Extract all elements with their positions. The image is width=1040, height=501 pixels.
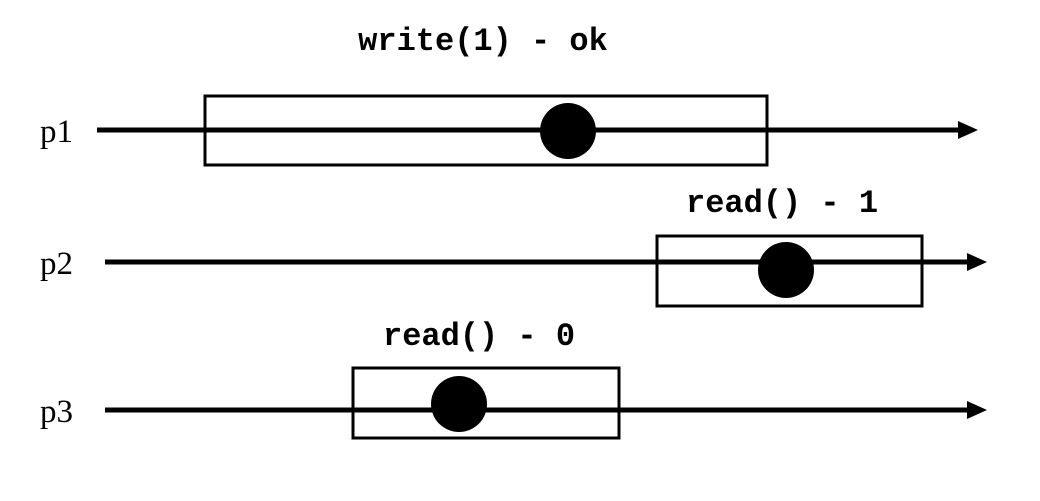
- linearization-point-read-0: [431, 376, 487, 432]
- operation-interval-read-1: [655, 234, 924, 308]
- linearization-point-read-1: [758, 242, 814, 298]
- operation-label-write-1: write(1) - ok: [358, 23, 608, 60]
- process-label-p3: p3: [40, 394, 73, 430]
- arrowhead-p1: [958, 121, 978, 139]
- operation-read-1: read() - 1: [655, 185, 924, 308]
- process-label-p1: p1: [40, 114, 73, 150]
- process-p1: p1: [40, 114, 978, 150]
- process-p3: p3: [40, 394, 987, 430]
- operation-interval-write-1: [203, 94, 769, 167]
- process-p2: p2: [40, 246, 987, 282]
- operation-interval-read-0: [351, 366, 621, 440]
- process-label-p2: p2: [40, 246, 73, 282]
- operation-label-read-1: read() - 1: [686, 185, 878, 222]
- arrowhead-p2: [967, 253, 987, 271]
- arrowhead-p3: [967, 401, 987, 419]
- operation-read-0: read() - 0: [351, 318, 621, 440]
- operation-label-read-0: read() - 0: [383, 318, 575, 355]
- linearization-point-write-1: [540, 103, 596, 159]
- operation-write-1: write(1) - ok: [203, 23, 769, 167]
